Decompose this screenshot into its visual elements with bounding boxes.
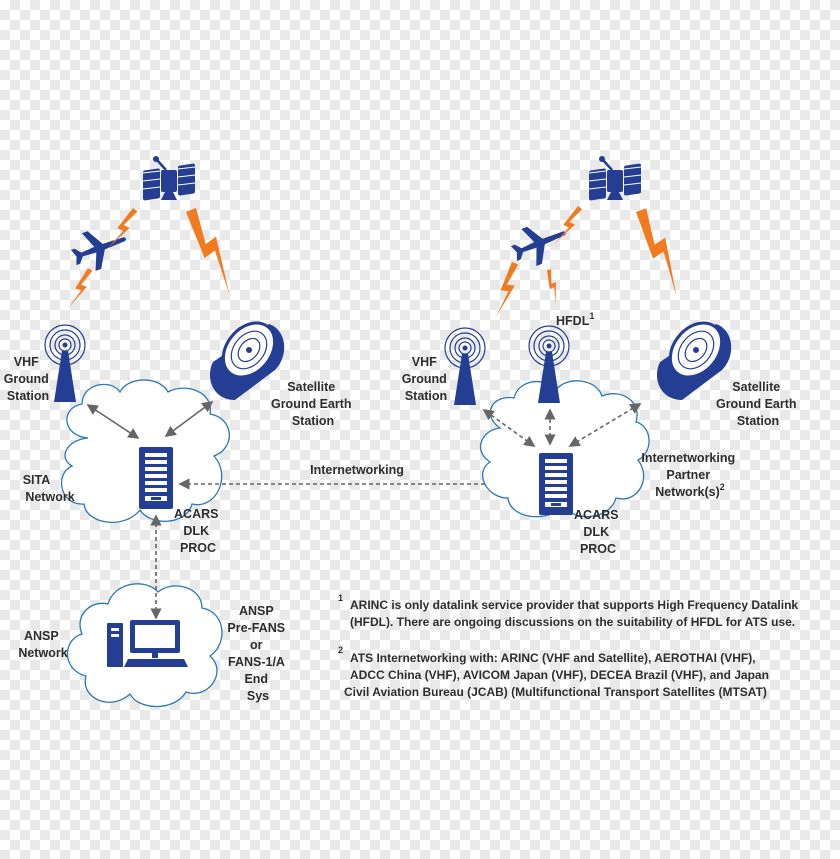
left-satellite-station-label: Satellite Ground Earth Station: [271, 380, 355, 428]
computer-icon: [107, 620, 188, 667]
vhf-tower-icon: [44, 324, 86, 403]
satellite-dish-icon: [655, 311, 734, 402]
right-satellite-station-label: Satellite Ground Earth Station: [716, 380, 800, 428]
server-icon: [539, 453, 573, 515]
server-icon: [139, 447, 173, 509]
lightning-icon: [490, 262, 523, 320]
lightning-icon: [547, 268, 560, 306]
hfdl-label: HFDL1: [556, 311, 594, 328]
footnotes: 1 ARINC is only datalink service provide…: [338, 590, 801, 699]
right-acars-proc-label: ACARS DLK PROC: [574, 508, 622, 556]
ansp-network-label: ANSP Network: [18, 629, 67, 660]
lightning-icon: [636, 205, 686, 300]
footnote-2: 2 ATS Internetworking with: ARINC (VHF a…: [338, 642, 772, 699]
satellite-icon: [587, 154, 643, 202]
ansp-end-system-label: ANSP Pre-FANS or FANS-1/A End Sys: [227, 604, 288, 703]
footnote-1: 1 ARINC is only datalink service provide…: [338, 590, 801, 629]
sita-network-label: SITA Network: [23, 473, 75, 504]
satellite-dish-icon: [208, 311, 287, 402]
vhf-tower-icon: [444, 327, 486, 406]
satellite-icon: [141, 154, 197, 202]
right-vhf-station-label: VHF Ground Station: [402, 355, 451, 403]
left-acars-proc-label: ACARS DLK PROC: [174, 507, 222, 555]
left-network: VHF Ground Station Satellite Ground Eart…: [4, 154, 355, 707]
lightning-icon: [186, 205, 239, 299]
left-vhf-station-label: VHF Ground Station: [4, 355, 53, 403]
right-network: VHF Ground Station HFDL1 Satellite Groun…: [402, 154, 800, 556]
airplane-icon: [506, 214, 573, 273]
lightning-icon: [64, 268, 96, 311]
internetworking-label: Internetworking: [310, 463, 404, 477]
lightning-icon: [550, 206, 586, 248]
partner-network-label: Internetworking Partner Network(s)2: [641, 451, 738, 499]
